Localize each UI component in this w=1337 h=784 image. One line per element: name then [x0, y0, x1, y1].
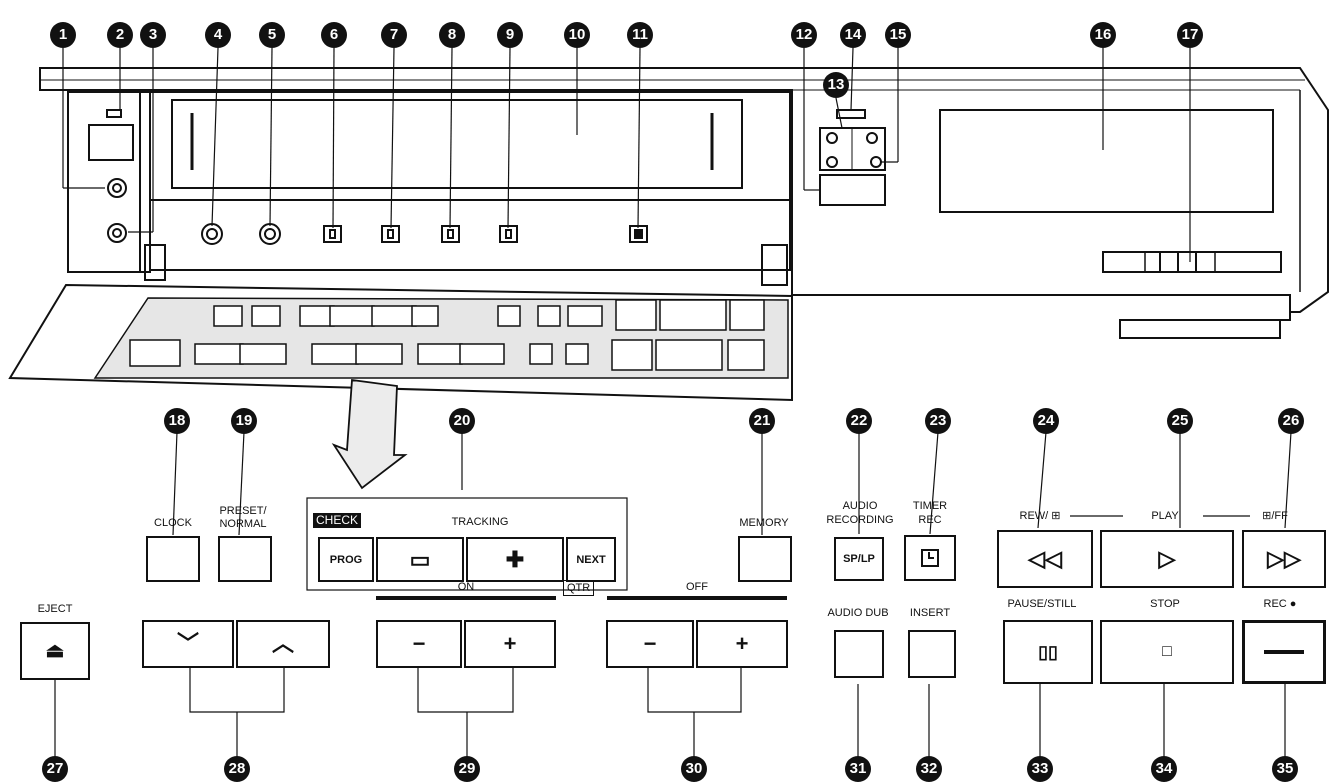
callout-30: 30: [681, 756, 707, 782]
rec-label: REC ●: [1263, 598, 1297, 610]
audio-dub-label: AUDIO DUB: [827, 607, 889, 619]
eject-label: EJECT: [37, 603, 73, 615]
callout-19: 19: [231, 408, 257, 434]
clock-button[interactable]: [146, 536, 200, 582]
callout-18: 18: [164, 408, 190, 434]
callout-16: 16: [1090, 22, 1116, 48]
callout-15: 15: [885, 22, 911, 48]
insert-button[interactable]: [908, 630, 956, 678]
callout-24: 24: [1033, 408, 1059, 434]
minus-icon: ▭: [409, 546, 431, 572]
check-badge: CHECK: [313, 513, 362, 528]
record-button[interactable]: [1242, 620, 1326, 684]
stop-label: STOP: [1150, 598, 1180, 610]
tracking-minus-button[interactable]: ▭: [376, 537, 464, 582]
callout-14: 14: [840, 22, 866, 48]
plus-icon: +: [735, 631, 749, 656]
timer-rec-button[interactable]: [904, 535, 956, 581]
next-button[interactable]: NEXT: [566, 537, 616, 582]
callout-1: 1: [50, 22, 76, 48]
callout-17: 17: [1177, 22, 1203, 48]
eject-button[interactable]: ⏏: [20, 622, 90, 680]
clock-label: CLOCK: [154, 517, 192, 529]
callout-34: 34: [1151, 756, 1177, 782]
sp-lp-button[interactable]: SP/LP: [834, 537, 884, 581]
callout-29: 29: [454, 756, 480, 782]
preset-label-line2: NORMAL: [219, 518, 267, 530]
rewind-button[interactable]: ◁◁: [997, 530, 1093, 588]
timer-icon: [921, 549, 939, 567]
callout-6: 6: [321, 22, 347, 48]
callout-31: 31: [845, 756, 871, 782]
callout-27: 27: [42, 756, 68, 782]
callout-35: 35: [1272, 756, 1298, 782]
off-minus-button[interactable]: −: [606, 620, 694, 668]
callout-25: 25: [1167, 408, 1193, 434]
on-plus-button[interactable]: +: [464, 620, 556, 668]
channel-down-button[interactable]: ﹀: [142, 620, 234, 668]
callout-5: 5: [259, 22, 285, 48]
callout-2: 2: [107, 22, 133, 48]
rewind-icon: ◁◁: [1028, 546, 1062, 571]
callout-9: 9: [497, 22, 523, 48]
callout-3: 3: [140, 22, 166, 48]
memory-label: MEMORY: [739, 517, 789, 529]
off-label: OFF: [686, 581, 708, 593]
minus-icon: −: [412, 631, 426, 656]
record-icon: [1264, 650, 1304, 654]
eject-icon: ⏏: [45, 640, 65, 662]
memory-button[interactable]: [738, 536, 792, 582]
play-icon: ▷: [1158, 546, 1176, 571]
callout-11: 11: [627, 22, 653, 48]
preset-normal-button[interactable]: [218, 536, 272, 582]
fast-forward-button[interactable]: ▷▷: [1242, 530, 1326, 588]
callout-23: 23: [925, 408, 951, 434]
pause-icon: ▯▯: [1038, 642, 1058, 662]
play-label: PLAY: [1151, 510, 1179, 522]
rew-label: REW/ ⊞: [1019, 510, 1061, 522]
plus-icon: +: [503, 631, 517, 656]
preset-label-line1: PRESET/: [219, 505, 267, 517]
callout-21: 21: [749, 408, 775, 434]
audio-dub-button[interactable]: [834, 630, 884, 678]
callout-33: 33: [1027, 756, 1053, 782]
prog-button[interactable]: PROG: [318, 537, 374, 582]
on-label: ON: [457, 581, 475, 593]
channel-up-button[interactable]: ︿: [236, 620, 330, 668]
callout-28: 28: [224, 756, 250, 782]
insert-label: INSERT: [909, 607, 951, 619]
pause-still-button[interactable]: ▯▯: [1003, 620, 1093, 684]
callout-26: 26: [1278, 408, 1304, 434]
timer-rec-label-line2: REC: [918, 514, 942, 526]
minus-icon: −: [643, 631, 657, 656]
plus-icon: ✚: [505, 546, 525, 572]
callout-8: 8: [439, 22, 465, 48]
tracking-plus-button[interactable]: ✚: [466, 537, 564, 582]
callout-13: 13: [823, 72, 849, 98]
on-minus-button[interactable]: −: [376, 620, 462, 668]
callout-22: 22: [846, 408, 872, 434]
qtr-badge: QTR: [563, 580, 595, 596]
callout-12: 12: [791, 22, 817, 48]
audio-recording-label-line2: RECORDING: [826, 514, 894, 526]
tracking-label: TRACKING: [451, 516, 509, 528]
chevron-up-icon: ︿: [271, 631, 294, 656]
callout-10: 10: [564, 22, 590, 48]
pause-still-label: PAUSE/STILL: [1007, 598, 1077, 610]
off-plus-button[interactable]: +: [696, 620, 788, 668]
callout-7: 7: [381, 22, 407, 48]
callout-32: 32: [916, 756, 942, 782]
fast-forward-icon: ▷▷: [1267, 546, 1301, 571]
chevron-down-icon: ﹀: [176, 631, 199, 656]
stop-button[interactable]: □: [1100, 620, 1234, 684]
callout-20: 20: [449, 408, 475, 434]
play-button[interactable]: ▷: [1100, 530, 1234, 588]
stop-icon: □: [1162, 643, 1172, 660]
callout-4: 4: [205, 22, 231, 48]
audio-recording-label-line1: AUDIO: [842, 500, 878, 512]
ff-label: ⊞/FF: [1262, 510, 1288, 522]
timer-rec-label-line1: TIMER: [912, 500, 948, 512]
